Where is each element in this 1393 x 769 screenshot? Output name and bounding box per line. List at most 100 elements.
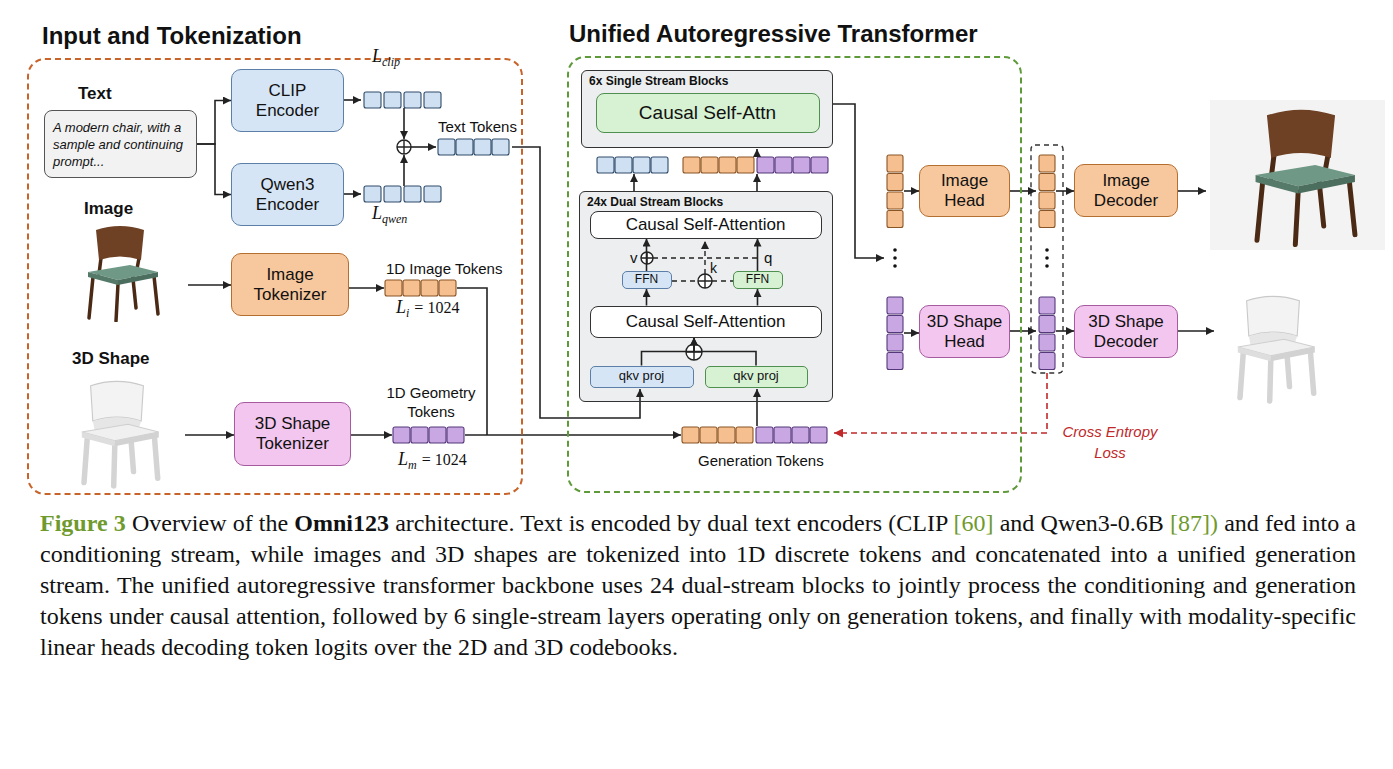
box-label: 3D Shape Decoder: [1080, 312, 1172, 351]
chair-pictures-part: [1210, 100, 1385, 250]
encoder-box: Qwen3 Encoder: [231, 163, 344, 226]
token-strips-part: [456, 139, 473, 155]
token-strips-part: [737, 157, 754, 173]
connector-arrow: [646, 239, 648, 272]
caption-word: into: [1110, 541, 1157, 567]
input-heading: Image: [84, 199, 133, 218]
flow-arrows-part: [1177, 190, 1206, 192]
flow-arrows-part: [904, 332, 919, 334]
caption-word: are: [547, 541, 586, 567]
caption-word: dual: [707, 510, 755, 536]
caption-word: and: [931, 541, 975, 567]
caption-word: tokens: [859, 541, 931, 567]
flow-arrows-part: [185, 434, 234, 436]
stream-label-group: q: [764, 248, 772, 267]
token-label-group: Text Tokens: [438, 117, 517, 136]
token-strips-part: [421, 280, 438, 296]
token-strips-part: [404, 92, 421, 108]
chair-pictures-part: [82, 381, 159, 486]
token-strips-part: [792, 427, 809, 443]
caption-word: linear: [40, 634, 101, 660]
caption-word: on: [817, 603, 847, 629]
caption-word: stream.: [40, 572, 117, 598]
caption-word: causal: [170, 603, 236, 629]
caption-word: while: [250, 541, 313, 567]
ellipsis-dots-part: [1045, 256, 1049, 260]
input-heading: Text: [78, 84, 112, 104]
flow-arrows-part: [1009, 190, 1036, 192]
caption-word: process: [968, 572, 1047, 598]
token-strips-part: [756, 427, 773, 443]
caption-word: is: [569, 510, 591, 536]
box-label: Causal Self-Attention: [626, 215, 786, 235]
length-label: clip: [382, 55, 400, 69]
caption-word: Overview: [132, 510, 233, 536]
caption-word: to: [872, 572, 898, 598]
flow-arrows-part: [457, 288, 487, 435]
caption-word: and: [391, 541, 435, 567]
sum-symbols-part: [698, 274, 712, 288]
caption-word: the: [259, 510, 295, 536]
caption-word: over: [374, 634, 423, 660]
flow-arrows-part: [756, 174, 758, 191]
attention-box: Causal Self-Attention: [590, 211, 822, 239]
length-label: = 1024: [414, 299, 459, 316]
flow-arrows-part: [1056, 330, 1074, 332]
caption-word: tokens: [40, 603, 109, 629]
box-label: 3D Shape Tokenizer: [241, 414, 344, 453]
token-strips-part: [887, 353, 903, 370]
token-strips-part: [887, 316, 903, 333]
box-label: Image Tokenizer: [238, 265, 342, 304]
caption-word: encoded: [591, 510, 677, 536]
head-box: Image Head: [919, 165, 1010, 217]
stream-label: v: [630, 249, 638, 266]
caption-word: images: [313, 541, 391, 567]
token-strips-part: [424, 186, 441, 202]
ellipsis-dots-part: [893, 264, 897, 268]
caption-word: into: [1302, 510, 1346, 536]
box-label: qkv proj: [619, 369, 665, 384]
token-strips-part: [700, 427, 717, 443]
box-label: Image Decoder: [1080, 171, 1172, 210]
token-strips-part: [384, 186, 401, 202]
token-strips-part: [364, 186, 381, 202]
caption-word: encoders: [797, 510, 888, 536]
token-strips-part: [1039, 211, 1055, 228]
input-heading-group: Image: [84, 199, 133, 219]
caption-word: discrete: [775, 541, 859, 567]
token-strips-part: [438, 139, 455, 155]
token-strips-part: [1039, 174, 1055, 191]
token-label-group: Generation Tokens: [698, 451, 824, 470]
caption-word: text: [755, 510, 797, 536]
length-label-group: Lm= 1024: [398, 449, 467, 472]
flow-arrows-part: [756, 389, 758, 426]
caption-word: modality-specific: [1188, 603, 1356, 629]
box-label: FFN: [746, 273, 769, 287]
caption-word: and: [1029, 603, 1070, 629]
caption-word: operating: [671, 603, 768, 629]
ellipsis-dots-part: [1045, 248, 1049, 252]
token-strips-part: [447, 427, 464, 443]
token-strips-part: [404, 186, 421, 202]
token-strips-part: [811, 157, 828, 173]
caption-word: 6: [454, 603, 472, 629]
caption-word: Qwen3-0.6B: [1041, 510, 1170, 536]
token-strips: [364, 92, 1055, 443]
caption-word: 24: [650, 572, 681, 598]
caption-word: attention,: [236, 603, 332, 629]
caption-word: architecture.: [395, 510, 520, 536]
connector-arrow: [757, 289, 759, 306]
caption-word: jointly: [898, 572, 968, 598]
token-label: 1D Image Tokens: [386, 260, 502, 277]
dual-stream-panel: Causal Self-AttentionFFNFFNCausal Self-A…: [579, 191, 833, 402]
caption-word: conditioning: [40, 541, 171, 567]
token-strips-part: [364, 92, 381, 108]
caption-word: [87]): [1170, 510, 1224, 536]
flow-arrows-part: [403, 155, 405, 186]
token-strips-part: [1039, 155, 1055, 172]
attention-box: Causal Self-Attn: [596, 93, 820, 133]
box-label: qkv proj: [733, 369, 779, 384]
stream-label: k: [710, 260, 717, 276]
ffn-box: FFN: [733, 271, 783, 289]
